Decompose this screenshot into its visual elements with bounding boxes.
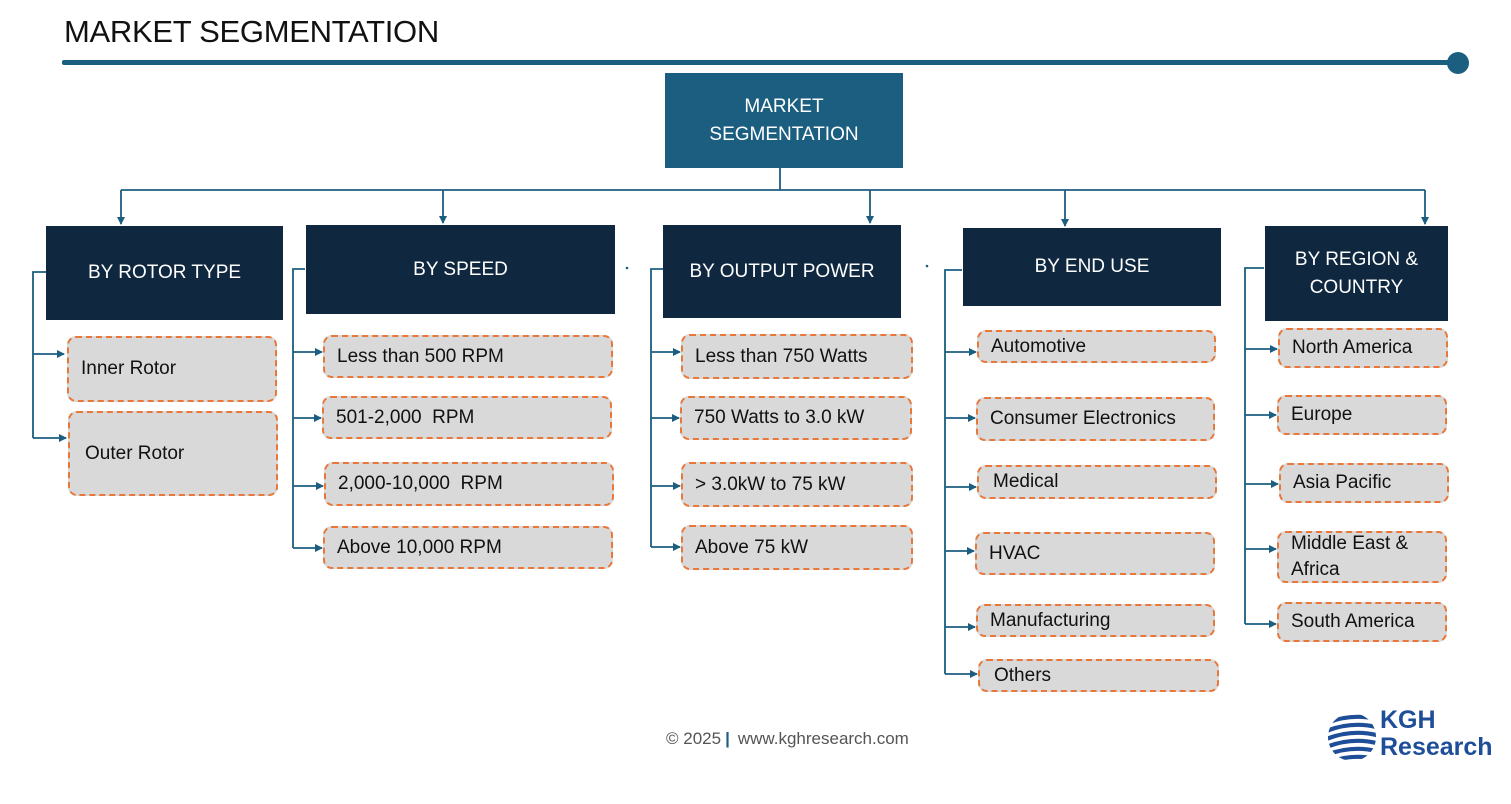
segment-item-label: Middle East & Africa: [1291, 533, 1409, 580]
title-underline: [62, 60, 1460, 65]
kgh-globe-logo-icon: [1328, 714, 1376, 761]
segment-item: Middle East & Africa: [1277, 531, 1447, 583]
segment-item: Manufacturing: [976, 604, 1215, 637]
root-node: MARKET SEGMENTATION: [665, 73, 903, 168]
segment-item-label: Europe: [1291, 404, 1353, 425]
segment-item: Others: [978, 659, 1219, 692]
copyright-text: © 2025: [666, 729, 722, 748]
segment-item-label: Outer Rotor: [85, 442, 185, 464]
category-label: BY OUTPUT POWER: [689, 260, 875, 282]
branch-rotor-type: [32, 271, 46, 438]
segment-item: Inner Rotor: [67, 336, 277, 402]
category-label-line-1: BY REGION &: [1294, 248, 1419, 270]
segment-item: > 3.0kW to 75 kW: [681, 462, 913, 507]
segment-item-label: Above 75 kW: [695, 536, 808, 558]
category-label: BY SPEED: [413, 258, 508, 280]
footer: © 2025| www.kghresearch.com: [666, 729, 909, 749]
segment-item: North America: [1278, 328, 1448, 368]
segment-item: 2,000-10,000 RPM: [324, 462, 614, 506]
segment-item: Europe: [1277, 395, 1447, 435]
branch-end-use: [944, 269, 962, 674]
category-region-country: BY REGION & COUNTRY: [1265, 226, 1448, 321]
branch-speed: [292, 268, 305, 548]
segment-item-label: Manufacturing: [990, 609, 1111, 631]
category-speed: BY SPEED: [306, 225, 615, 314]
segment-item: 501-2,000 RPM: [322, 396, 612, 439]
segment-item: HVAC: [975, 532, 1215, 575]
segment-item-label: Asia Pacific: [1293, 472, 1392, 493]
segment-item-label: South America: [1291, 611, 1415, 632]
segment-item-label: 501-2,000 RPM: [336, 406, 475, 428]
segment-item: Medical: [977, 465, 1217, 499]
title-underline-dot: [1447, 52, 1469, 74]
segment-item: Automotive: [977, 330, 1216, 363]
segment-item: Less than 500 RPM: [323, 335, 613, 378]
root-line-1: MARKET: [744, 95, 824, 117]
category-label: BY END USE: [1034, 256, 1150, 277]
segment-item-label: Others: [994, 664, 1052, 686]
segment-item-label: Less than 750 Watts: [695, 345, 868, 367]
website-link[interactable]: www.kghresearch.com: [737, 729, 909, 748]
segment-item: Above 10,000 RPM: [323, 526, 613, 569]
segment-item-label: Medical: [993, 471, 1059, 492]
category-label-line-2: COUNTRY: [1309, 276, 1404, 298]
segment-item: Consumer Electronics: [976, 397, 1215, 441]
segment-item-label: Less than 500 RPM: [337, 345, 504, 367]
segment-item-label: Automotive: [991, 335, 1087, 357]
segment-item: South America: [1277, 602, 1447, 642]
segment-item-label: 750 Watts to 3.0 kW: [694, 407, 865, 428]
page-title: MARKET SEGMENTATION: [64, 14, 439, 49]
segment-item-label: Consumer Electronics: [990, 408, 1176, 429]
logo-line-2: Research: [1380, 733, 1493, 761]
branch-region: [1244, 267, 1264, 624]
category-output-power: BY OUTPUT POWER: [663, 225, 901, 318]
segment-item: Asia Pacific: [1279, 463, 1449, 503]
segment-item: Less than 750 Watts: [681, 334, 913, 379]
category-label: BY ROTOR TYPE: [87, 262, 242, 283]
segment-item-label: North America: [1292, 337, 1413, 358]
segment-item-label: Above 10,000 RPM: [337, 536, 502, 558]
logo-line-1: KGH: [1380, 706, 1436, 734]
branch-output-power: [650, 268, 663, 547]
category-end-use: BY END USE: [963, 228, 1221, 306]
segment-item: Outer Rotor: [68, 411, 278, 496]
segment-item-label: > 3.0kW to 75 kW: [695, 473, 846, 495]
segment-item-label: Inner Rotor: [81, 358, 177, 379]
root-line-2: SEGMENTATION: [709, 123, 859, 145]
category-rotor-type: BY ROTOR TYPE: [46, 226, 283, 320]
segment-item-label: 2,000-10,000 RPM: [338, 473, 503, 494]
segment-item: 750 Watts to 3.0 kW: [680, 396, 912, 440]
segment-item: Above 75 kW: [681, 525, 913, 570]
footer-separator: |: [725, 729, 730, 748]
segment-item-label: HVAC: [989, 542, 1041, 564]
